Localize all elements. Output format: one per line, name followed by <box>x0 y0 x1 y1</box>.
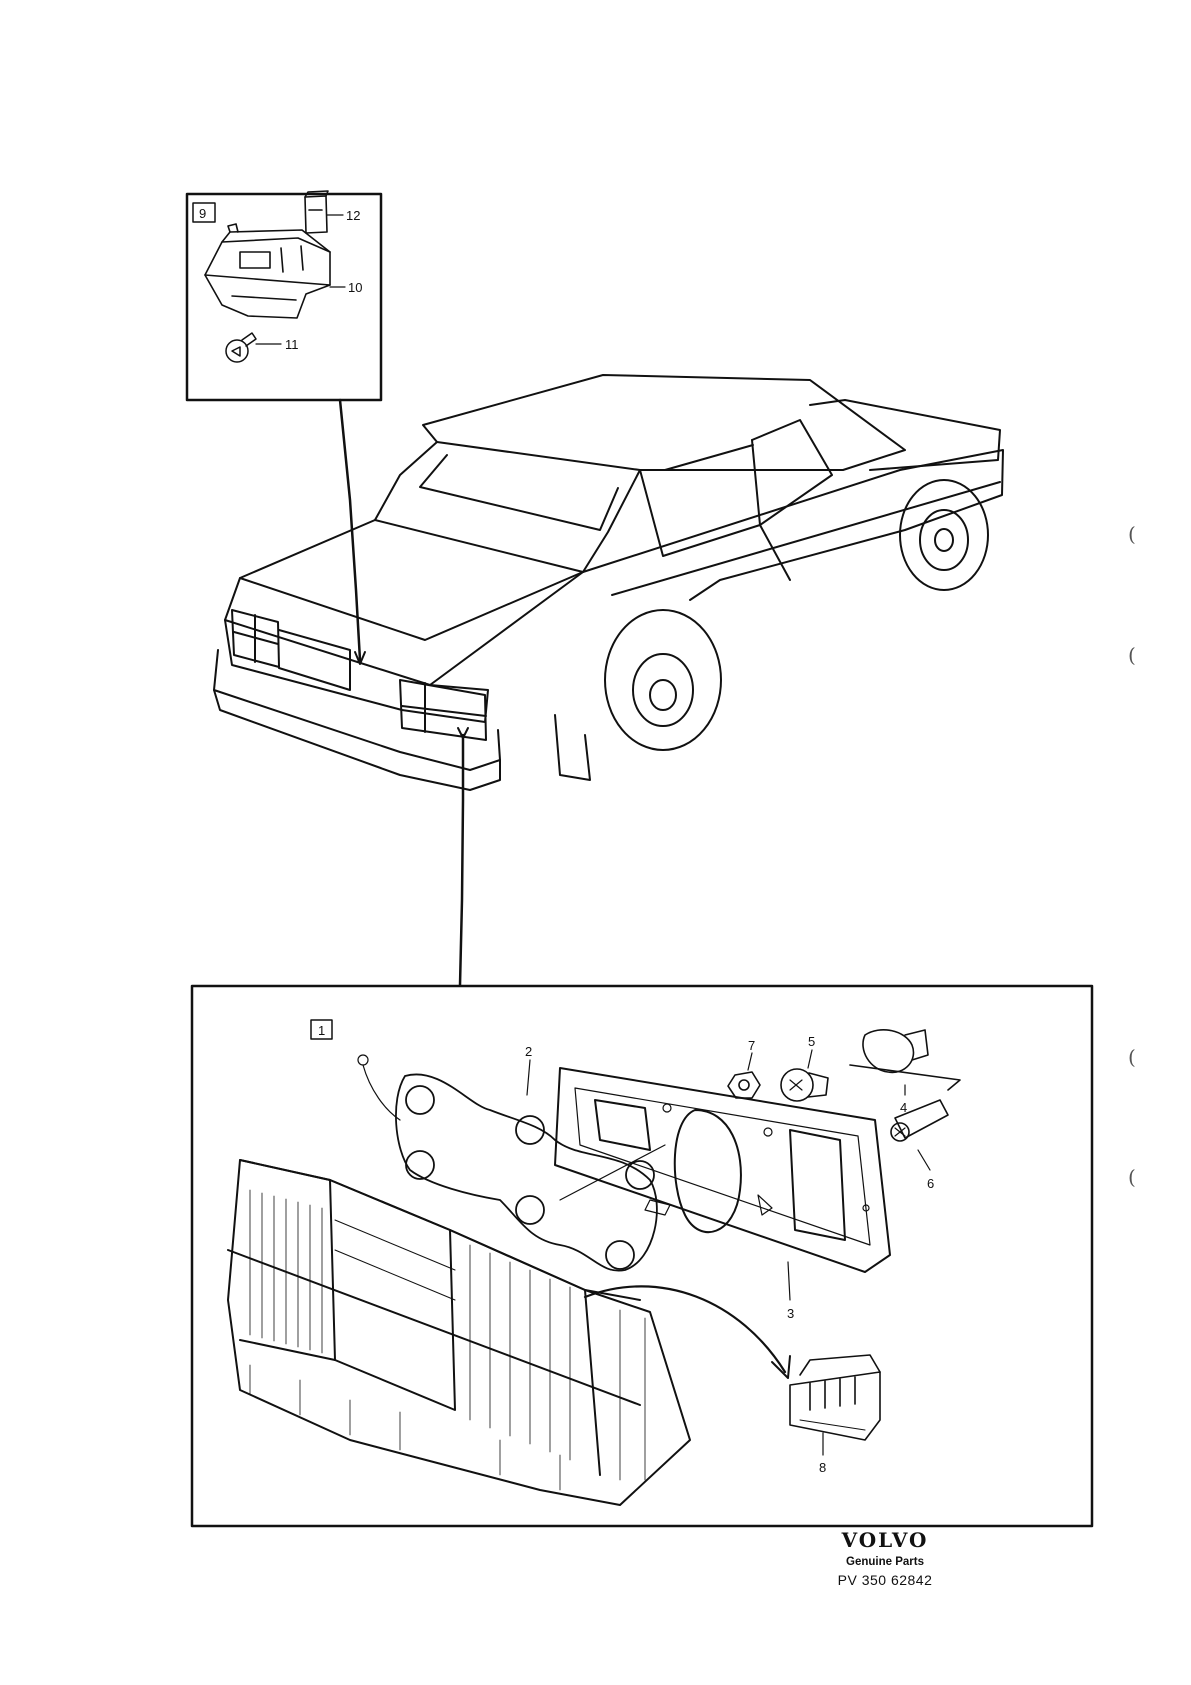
lamp-housing-part-10 <box>204 223 331 319</box>
callout-10: 10 <box>348 280 362 295</box>
bulb-part-5 <box>780 1068 829 1102</box>
callout-5: 5 <box>808 1034 815 1049</box>
margin-mark: ( <box>1128 643 1136 667</box>
licence-lamp-inset <box>185 190 383 665</box>
margin-mark: ( <box>1128 522 1136 546</box>
brand-logo: VOLVO <box>841 1528 929 1552</box>
bulb-holder-plate-part-3 <box>554 1067 891 1273</box>
callout-11: 11 <box>285 337 299 352</box>
rear-wheel <box>604 609 722 751</box>
callout-3: 3 <box>787 1306 794 1321</box>
front-wheel <box>899 479 989 591</box>
reference-number: PV 350 62842 <box>837 1572 933 1588</box>
connector-part-8 <box>789 1354 881 1441</box>
car-illustration <box>213 374 1004 791</box>
inset-frame-9 <box>185 192 383 402</box>
tail-lamp-inset <box>190 984 1094 1528</box>
margin-mark: ( <box>1128 1165 1136 1189</box>
group-number-box-1 <box>310 1019 333 1040</box>
callout-4: 4 <box>900 1100 907 1115</box>
pointer-line-licence-lamp <box>338 398 362 662</box>
nut-part-7 <box>727 1071 761 1099</box>
group-number-1: 1 <box>318 1023 325 1038</box>
gasket-part-2 <box>357 1054 658 1272</box>
inset-frame-1 <box>190 984 1094 1528</box>
socket-part-4 <box>849 1029 961 1091</box>
group-number-box-9 <box>192 202 216 223</box>
bulb-part-11 <box>225 332 257 363</box>
callout-7: 7 <box>748 1038 755 1053</box>
connector-part-12 <box>304 190 329 234</box>
callout-6: 6 <box>927 1176 934 1191</box>
callout-2: 2 <box>525 1044 532 1059</box>
margin-mark: ( <box>1128 1045 1136 1069</box>
callout-8: 8 <box>819 1460 826 1475</box>
lamp-lens-unit <box>227 1159 691 1506</box>
bulb-part-6 <box>890 1099 949 1142</box>
pointer-line-tail-lamp <box>458 733 465 987</box>
brand-subtitle: Genuine Parts <box>846 1556 924 1568</box>
callout-12: 12 <box>346 208 360 223</box>
group-number-9: 9 <box>199 206 206 221</box>
